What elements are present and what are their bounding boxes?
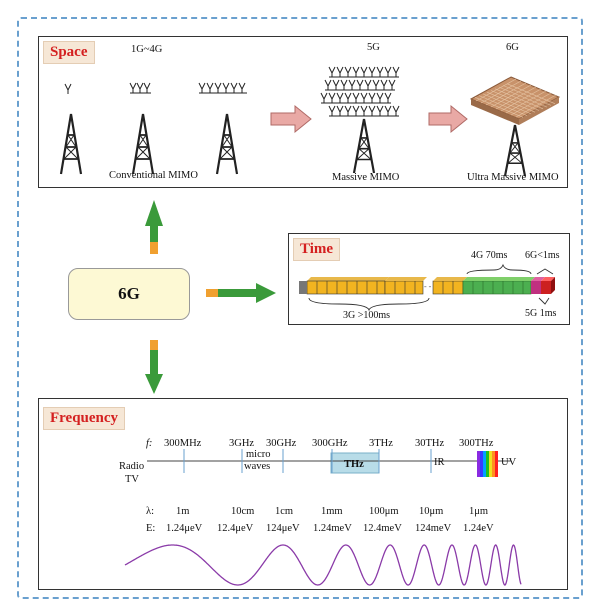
frequency-wave — [124, 544, 522, 586]
time-panel: - - - Time 4G 70ms 6G< — [288, 233, 570, 325]
space-label-1g4g: 1G~4G — [131, 44, 163, 55]
visible-spectrum-strip — [477, 451, 498, 477]
spectrum-ticks — [183, 449, 432, 473]
brace-6g — [536, 268, 554, 275]
label-conventional-mimo: Conventional MIMO — [109, 170, 198, 181]
freq-300mhz: 300MHz — [164, 438, 202, 449]
tower-4g-icon — [215, 112, 239, 176]
freq-300ghz: 300GHz — [312, 438, 348, 449]
latency-3g-blocks: - - - — [299, 277, 467, 295]
wavelength-10um: 10μm — [419, 506, 444, 517]
energy-1-24ev: 1.24eV — [463, 523, 494, 534]
brace-3g — [308, 297, 430, 312]
time-tag: Time — [293, 238, 341, 261]
energy-124mev: 124meV — [415, 523, 452, 534]
energy-1-24uev: 1.24μeV — [166, 523, 203, 534]
time-illustration: - - - — [299, 263, 555, 312]
center-6g-label: 6G — [118, 284, 140, 303]
lambda-symbol: λ: — [146, 506, 155, 517]
tower-1g-icon — [59, 112, 83, 176]
wavelength-100um: 100μm — [369, 506, 399, 517]
label-ultra-massive-mimo: Ultra Massive MIMO — [467, 172, 559, 183]
band-ir: IR — [434, 457, 445, 468]
space-label-5g: 5G — [367, 42, 380, 53]
wavelength-1um: 1μm — [469, 506, 489, 517]
wavelength-10cm: 10cm — [231, 506, 255, 517]
freq-30thz: 30THz — [415, 438, 445, 449]
brace-5g — [538, 297, 550, 305]
wavelength-1mm: 1mm — [321, 506, 343, 517]
frequency-panel: Frequency f: 300MHz 3GHz 30GHz 300GHz 3T… — [38, 398, 568, 590]
frequency-illustration — [124, 449, 522, 586]
freq-30ghz: 30GHz — [266, 438, 297, 449]
space-tag: Space — [43, 41, 95, 64]
band-waves: waves — [244, 461, 271, 472]
band-micro: micro — [246, 449, 271, 460]
space-arrow-1-icon — [270, 104, 312, 134]
freq-300thz: 300THz — [459, 438, 494, 449]
space-label-6g: 6G — [506, 42, 519, 53]
latency-5g-6g-blocks — [531, 277, 555, 294]
f-symbol: f: — [146, 438, 153, 449]
label-3g-latency: 3G >100ms — [343, 310, 391, 321]
wavelength-1cm: 1cm — [275, 506, 294, 517]
frequency-tag: Frequency — [43, 407, 126, 430]
massive-mimo-array-icon — [320, 66, 400, 117]
space-panel: Space 1G~4G 5G 6G Conventional MIMO Mass… — [38, 36, 568, 188]
tower-5g-icon — [352, 117, 376, 175]
space-illustration — [59, 66, 561, 178]
band-uv: UV — [501, 457, 517, 468]
label-5g-latency: 5G 1ms — [525, 308, 557, 319]
outer-dashed-frame — [17, 17, 583, 599]
band-thz: THz — [344, 459, 364, 470]
freq-3thz: 3THz — [369, 438, 393, 449]
space-arrow-2-icon — [428, 104, 468, 134]
band-radio: Radio — [119, 461, 145, 472]
ultra-massive-mimo-grid-icon — [469, 76, 561, 125]
energy-124uev: 124μeV — [266, 523, 300, 534]
band-tv: TV — [125, 474, 139, 485]
freq-3ghz: 3GHz — [229, 438, 255, 449]
label-4g-latency: 4G 70ms — [471, 250, 508, 261]
latency-4g-blocks — [462, 277, 535, 295]
brace-4g — [466, 263, 532, 275]
label-6g-latency: 6G<1ms — [525, 250, 560, 261]
center-6g-box: 6G — [68, 268, 190, 320]
energy-12-4mev: 12.4meV — [363, 523, 402, 534]
energy-1-24mev: 1.24meV — [313, 523, 352, 534]
e-symbol: E: — [146, 523, 156, 534]
tower-2g-icon — [131, 112, 155, 176]
wavelength-1m: 1m — [176, 506, 190, 517]
label-massive-mimo: Massive MIMO — [332, 172, 400, 183]
tower-6g-icon — [503, 123, 527, 178]
svg-text:- - -: - - - — [424, 282, 436, 291]
energy-12-4uev: 12.4μeV — [217, 523, 254, 534]
